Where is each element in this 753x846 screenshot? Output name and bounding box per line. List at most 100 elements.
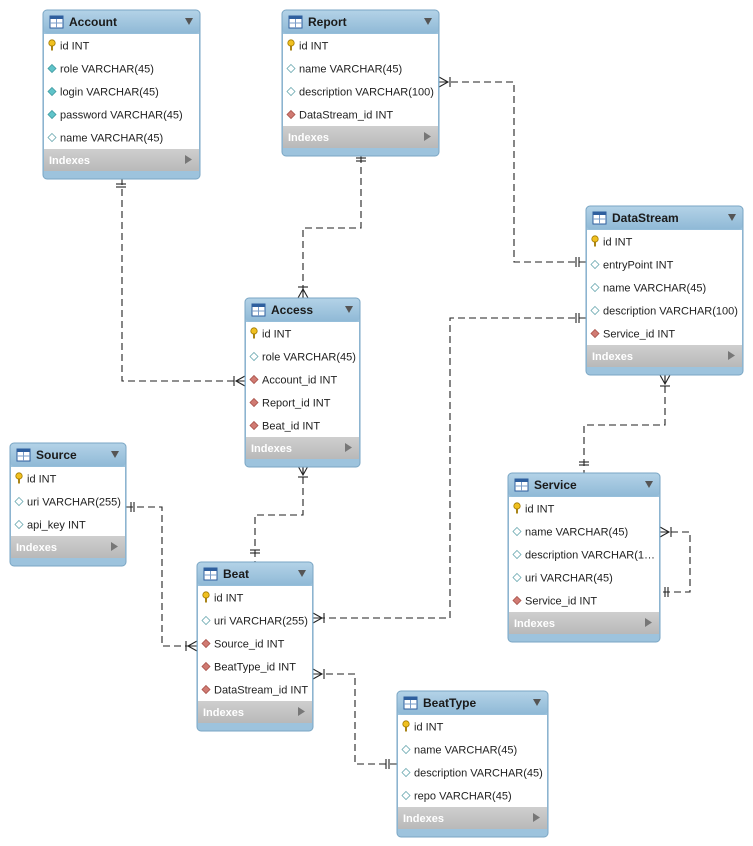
column-diamond-icon	[512, 526, 522, 537]
table-header[interactable]	[586, 206, 743, 230]
table-header[interactable]	[245, 298, 360, 322]
column-row[interactable]: uri VARCHAR(255)	[201, 616, 308, 628]
table-body	[587, 230, 742, 345]
table-body	[198, 586, 312, 701]
collapse-arrow-icon[interactable]	[298, 570, 306, 577]
foreign-key-diamond-icon	[286, 109, 296, 120]
expand-arrow-icon[interactable]	[424, 132, 431, 141]
cardinality-many-marker	[185, 640, 198, 652]
column-row[interactable]: Account_id INT	[249, 375, 337, 387]
collapse-arrow-icon[interactable]	[533, 699, 541, 706]
column-label: Source_id INT	[214, 639, 285, 651]
primary-key-icon	[48, 39, 56, 51]
expand-arrow-icon[interactable]	[298, 707, 305, 716]
column-diamond-icon	[14, 519, 24, 530]
indexes-footer[interactable]: Indexes	[509, 612, 659, 634]
column-row[interactable]: name VARCHAR(45)	[401, 745, 517, 757]
expand-arrow-icon[interactable]	[345, 443, 352, 452]
column-row[interactable]: Report_id INT	[249, 398, 331, 410]
column-label: id INT	[299, 41, 329, 53]
collapse-arrow-icon[interactable]	[345, 306, 353, 313]
column-diamond-icon	[401, 767, 411, 778]
column-row[interactable]: Service_id INT	[590, 329, 675, 341]
column-row[interactable]: id INT	[202, 591, 244, 605]
foreign-key-diamond-icon	[249, 420, 259, 431]
expand-arrow-icon[interactable]	[111, 542, 118, 551]
table-header[interactable]	[10, 443, 126, 467]
column-row[interactable]: Source_id INT	[201, 638, 285, 651]
column-row[interactable]: DataStream_id INT	[286, 109, 393, 122]
expand-arrow-icon[interactable]	[185, 155, 192, 164]
table-header[interactable]	[282, 10, 439, 34]
column-row[interactable]: login VARCHAR(45)	[47, 87, 159, 99]
collapse-arrow-icon[interactable]	[185, 18, 193, 25]
rel-beat-access	[254, 466, 304, 562]
expand-arrow-icon[interactable]	[728, 351, 735, 360]
column-row[interactable]: uri VARCHAR(45)	[512, 573, 613, 585]
column-row[interactable]: id INT	[287, 39, 329, 53]
indexes-footer[interactable]: Indexes	[11, 536, 125, 558]
indexes-label: Indexes	[403, 813, 444, 825]
column-row[interactable]: uri VARCHAR(255)	[14, 497, 121, 509]
indexes-footer[interactable]: Indexes	[398, 807, 547, 829]
column-row[interactable]: api_key INT	[14, 519, 86, 532]
collapse-arrow-icon[interactable]	[424, 18, 432, 25]
column-row[interactable]: description VARCHAR(100)	[286, 87, 434, 99]
column-label: uri VARCHAR(255)	[214, 616, 308, 628]
expand-arrow-icon[interactable]	[645, 618, 652, 627]
column-row[interactable]: id INT	[15, 472, 57, 486]
column-row[interactable]: description VARCHAR(45)	[401, 767, 543, 780]
column-row[interactable]: DataStream_id INT	[201, 685, 308, 697]
indexes-footer[interactable]: Indexes	[587, 345, 742, 367]
indexes-footer[interactable]: Indexes	[246, 437, 359, 459]
column-label: repo VARCHAR(45)	[414, 791, 512, 803]
column-row[interactable]: password VARCHAR(45)	[47, 109, 183, 122]
collapse-arrow-icon[interactable]	[645, 481, 653, 488]
column-row[interactable]: description VARCHAR(1…	[512, 550, 655, 562]
table-title: DataStream	[612, 211, 679, 225]
cardinality-many-marker	[659, 374, 671, 387]
indexes-footer[interactable]: Indexes	[44, 149, 199, 171]
column-row[interactable]: role VARCHAR(45)	[47, 64, 154, 76]
table-header[interactable]	[508, 473, 660, 497]
foreign-key-diamond-icon	[201, 638, 211, 649]
column-label: password VARCHAR(45)	[60, 110, 183, 122]
not-null-diamond-icon	[47, 109, 57, 120]
column-row[interactable]: Beat_id INT	[249, 420, 320, 433]
column-row[interactable]: BeatType_id INT	[201, 662, 296, 674]
indexes-footer[interactable]: Indexes	[198, 701, 312, 723]
indexes-label: Indexes	[288, 132, 329, 144]
column-row[interactable]: description VARCHAR(100)	[590, 306, 738, 318]
cardinality-many-marker	[297, 286, 309, 299]
column-row[interactable]: name VARCHAR(45)	[512, 526, 628, 539]
column-row[interactable]: id INT	[250, 327, 292, 341]
column-row[interactable]: id INT	[513, 502, 555, 516]
column-row[interactable]: role VARCHAR(45)	[249, 352, 356, 364]
table-datastream[interactable]: DataStream id INT entryPoint INT name VARCH…	[585, 205, 744, 376]
column-row[interactable]: name VARCHAR(45)	[590, 283, 706, 295]
collapse-arrow-icon[interactable]	[111, 451, 119, 458]
column-row[interactable]: name VARCHAR(45)	[47, 133, 163, 145]
collapse-arrow-icon[interactable]	[728, 214, 736, 221]
rel-beattype-beat	[313, 673, 397, 765]
expand-arrow-icon[interactable]	[533, 813, 540, 822]
table-header[interactable]	[43, 10, 200, 34]
column-row[interactable]: id INT	[591, 235, 633, 249]
column-label: id INT	[414, 722, 444, 734]
column-row[interactable]: entryPoint INT	[590, 260, 674, 272]
indexes-footer[interactable]: Indexes	[283, 126, 438, 148]
column-row[interactable]: id INT	[48, 39, 90, 53]
column-row[interactable]: Service_id INT	[512, 596, 597, 608]
table-header[interactable]	[197, 562, 313, 586]
table-header[interactable]	[397, 691, 548, 715]
column-row[interactable]: name VARCHAR(45)	[286, 64, 402, 76]
column-row[interactable]: id INT	[402, 720, 444, 734]
column-row[interactable]: repo VARCHAR(45)	[401, 791, 512, 803]
